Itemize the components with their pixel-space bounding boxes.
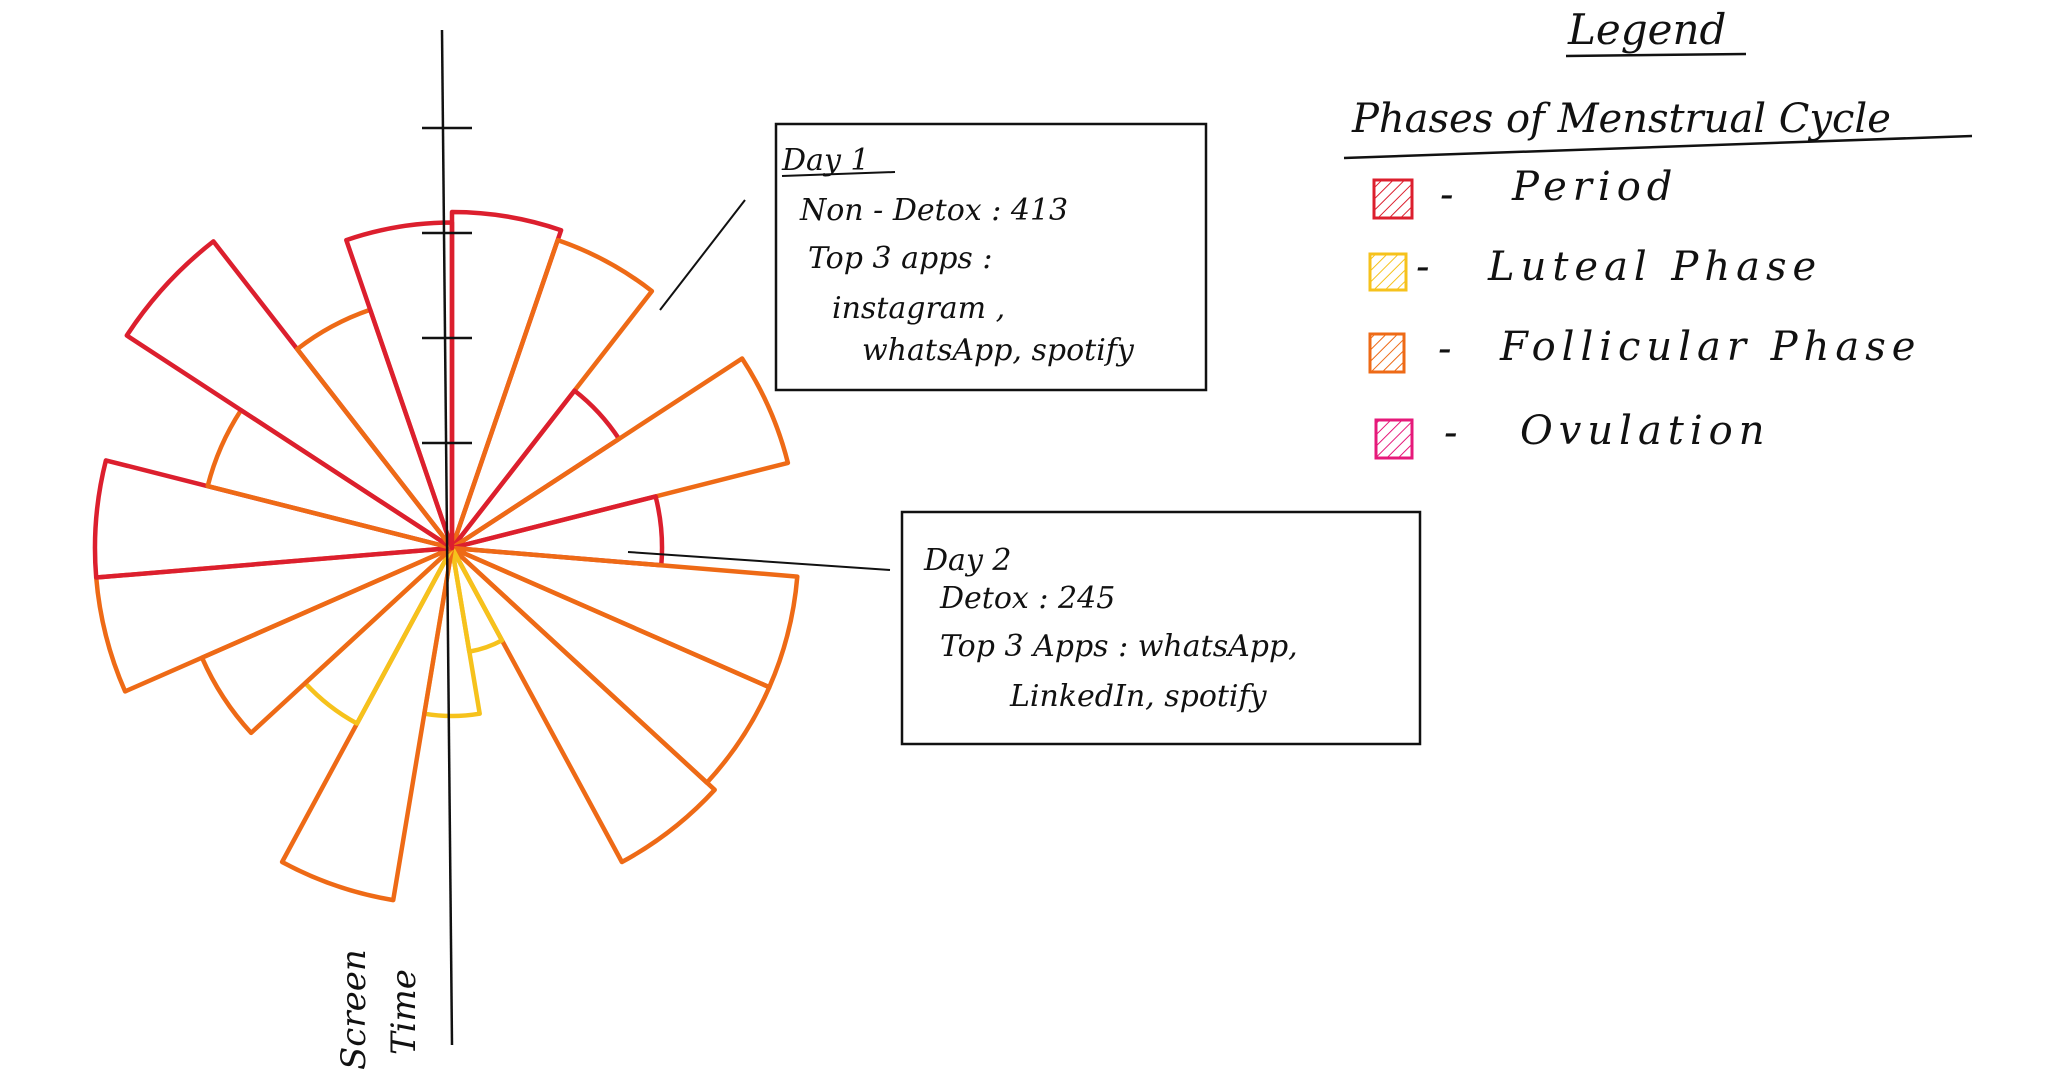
sector-11 <box>279 545 455 903</box>
day1-heading-underline <box>781 171 896 177</box>
sector-17 <box>124 239 455 551</box>
legend-subtitle: Phases of Menstrual Cycle <box>1351 96 1891 142</box>
legend-swatch-luteal <box>1368 252 1408 292</box>
legend-subtitle-underline <box>1343 134 1973 160</box>
legend-label-luteal: Luteal Phase <box>1487 244 1822 290</box>
sector-15 <box>92 458 455 580</box>
legend-label-period: Period <box>1511 164 1678 210</box>
sector-18 <box>294 307 455 551</box>
legend-title: Legend <box>1567 5 1726 54</box>
sector-12 <box>302 545 455 726</box>
legend-dash-follicular: - <box>1438 326 1458 372</box>
legend-dash-luteal: - <box>1416 244 1436 290</box>
day1-line-3: instagram , <box>832 291 1005 326</box>
sector-16 <box>205 407 455 551</box>
axis-label-line1: Screen <box>334 949 374 1070</box>
legend-label-ovulation: Ovulation <box>1520 408 1771 454</box>
legend-dash-ovulation: - <box>1444 410 1464 456</box>
day2-line-2: Top 3 Apps : whatsApp, <box>940 629 1298 664</box>
sector-4 <box>449 356 791 551</box>
day1-line-2: Top 3 apps : <box>808 241 992 276</box>
day1-annotation-box <box>774 122 1208 392</box>
legend-label-follicular: Follicular Phase <box>1499 324 1921 370</box>
day2-annotation-box <box>900 510 1422 746</box>
sector-8 <box>449 545 717 865</box>
sector-10 <box>422 545 482 719</box>
legend-dash-period: - <box>1440 172 1460 218</box>
sector-1 <box>449 209 564 551</box>
day1-line-1: Non - Detox : 413 <box>799 193 1068 228</box>
vertical-axis <box>440 29 454 1046</box>
sector-14 <box>93 545 455 694</box>
axis-ticks <box>422 126 472 445</box>
day2-leader-line <box>627 551 891 571</box>
day2-line-3: LinkedIn, spotify <box>1009 679 1268 714</box>
legend-swatch-follicular <box>1368 332 1406 374</box>
sector-19 <box>344 220 455 551</box>
legend-title-underline <box>1565 52 1747 58</box>
day2-line-1: Detox : 245 <box>939 581 1115 616</box>
day1-leader-line <box>659 199 746 311</box>
legend-swatch-period <box>1372 178 1414 220</box>
day1-line-4: whatsApp, spotify <box>862 333 1135 368</box>
day1-heading: Day 1 <box>781 143 870 178</box>
day2-heading: Day 2 <box>923 543 1012 578</box>
sector-2 <box>449 237 655 551</box>
legend-swatch-ovulation <box>1374 418 1414 460</box>
sectors-group <box>92 209 800 903</box>
sector-7 <box>449 545 772 785</box>
axis-label-line2: Time <box>384 969 424 1055</box>
